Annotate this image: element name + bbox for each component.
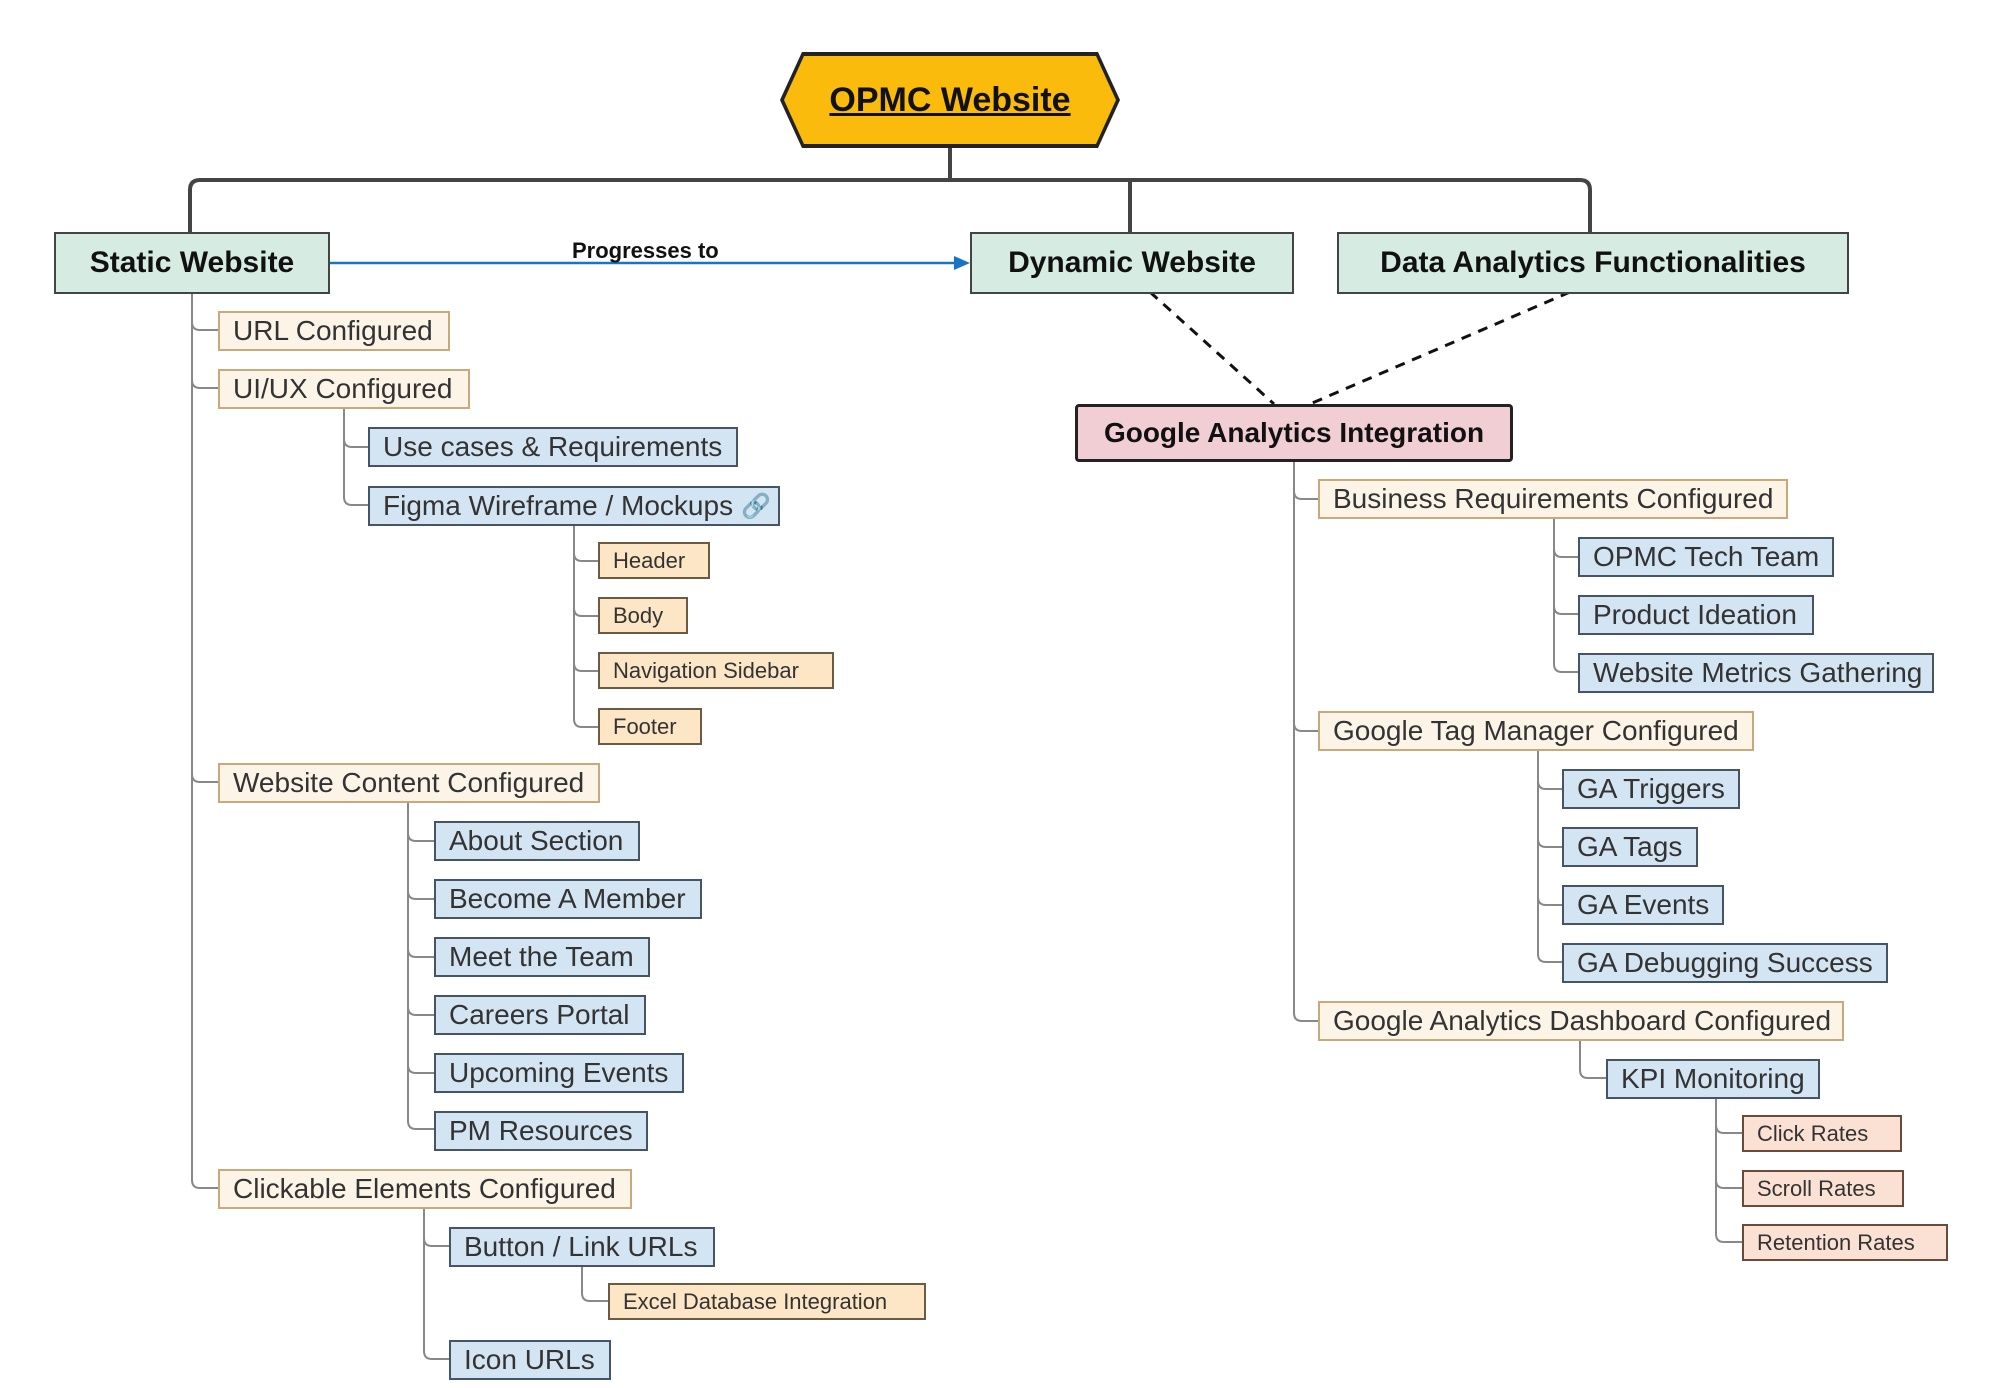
- excel-database-node[interactable]: Excel Database Integration: [608, 1283, 926, 1320]
- gtm-configured-node[interactable]: Google Tag Manager Configured: [1318, 711, 1754, 751]
- product-ideation-node[interactable]: Product Ideation: [1578, 595, 1814, 635]
- url-configured-node[interactable]: URL Configured: [218, 311, 450, 351]
- about-section-node[interactable]: About Section: [434, 821, 640, 861]
- pm-resources-node[interactable]: PM Resources: [434, 1111, 648, 1151]
- clickable-elements-node[interactable]: Clickable Elements Configured: [218, 1169, 632, 1209]
- root-node-fill: [784, 56, 1116, 144]
- careers-portal-node[interactable]: Careers Portal: [434, 995, 646, 1035]
- scroll-rates-node[interactable]: Scroll Rates: [1742, 1170, 1904, 1207]
- meet-the-team-node[interactable]: Meet the Team: [434, 937, 650, 977]
- dynamic-website-node[interactable]: Dynamic Website: [970, 232, 1294, 294]
- figma-wireframe-node[interactable]: Figma Wireframe / Mockups🔗: [368, 486, 780, 526]
- body-node[interactable]: Body: [598, 597, 688, 634]
- icon-urls-node[interactable]: Icon URLs: [449, 1340, 611, 1380]
- uiux-configured-node[interactable]: UI/UX Configured: [218, 369, 470, 409]
- navigation-sidebar-node[interactable]: Navigation Sidebar: [598, 652, 834, 689]
- kpi-monitoring-node[interactable]: KPI Monitoring: [1606, 1059, 1820, 1099]
- opmc-tech-team-node[interactable]: OPMC Tech Team: [1578, 537, 1834, 577]
- ga-tags-node[interactable]: GA Tags: [1562, 827, 1698, 867]
- header-node[interactable]: Header: [598, 542, 710, 579]
- data-analytics-node[interactable]: Data Analytics Functionalities: [1337, 232, 1849, 294]
- ga-debugging-node[interactable]: GA Debugging Success: [1562, 943, 1888, 983]
- business-requirements-node[interactable]: Business Requirements Configured: [1318, 479, 1788, 519]
- root-node-label[interactable]: OPMC Website: [829, 80, 1071, 119]
- website-metrics-node[interactable]: Website Metrics Gathering: [1578, 653, 1934, 693]
- ga-events-node[interactable]: GA Events: [1562, 885, 1724, 925]
- footer-node[interactable]: Footer: [598, 708, 702, 745]
- ga-integration-node[interactable]: Google Analytics Integration: [1075, 404, 1513, 462]
- retention-rates-node[interactable]: Retention Rates: [1742, 1224, 1948, 1261]
- upcoming-events-node[interactable]: Upcoming Events: [434, 1053, 684, 1093]
- button-link-urls-node[interactable]: Button / Link URLs: [449, 1227, 715, 1267]
- figma-wireframe-label: Figma Wireframe / Mockups: [383, 490, 734, 521]
- become-a-member-node[interactable]: Become A Member: [434, 879, 702, 919]
- website-content-node[interactable]: Website Content Configured: [218, 763, 600, 803]
- use-cases-node[interactable]: Use cases & Requirements: [368, 427, 738, 467]
- progresses-to-label: Progresses to: [572, 238, 719, 263]
- ga-triggers-node[interactable]: GA Triggers: [1562, 769, 1740, 809]
- ga-dashboard-node[interactable]: Google Analytics Dashboard Configured: [1318, 1001, 1844, 1041]
- click-rates-node[interactable]: Click Rates: [1742, 1115, 1902, 1152]
- link-icon[interactable]: 🔗: [741, 492, 771, 520]
- static-website-node[interactable]: Static Website: [54, 232, 330, 294]
